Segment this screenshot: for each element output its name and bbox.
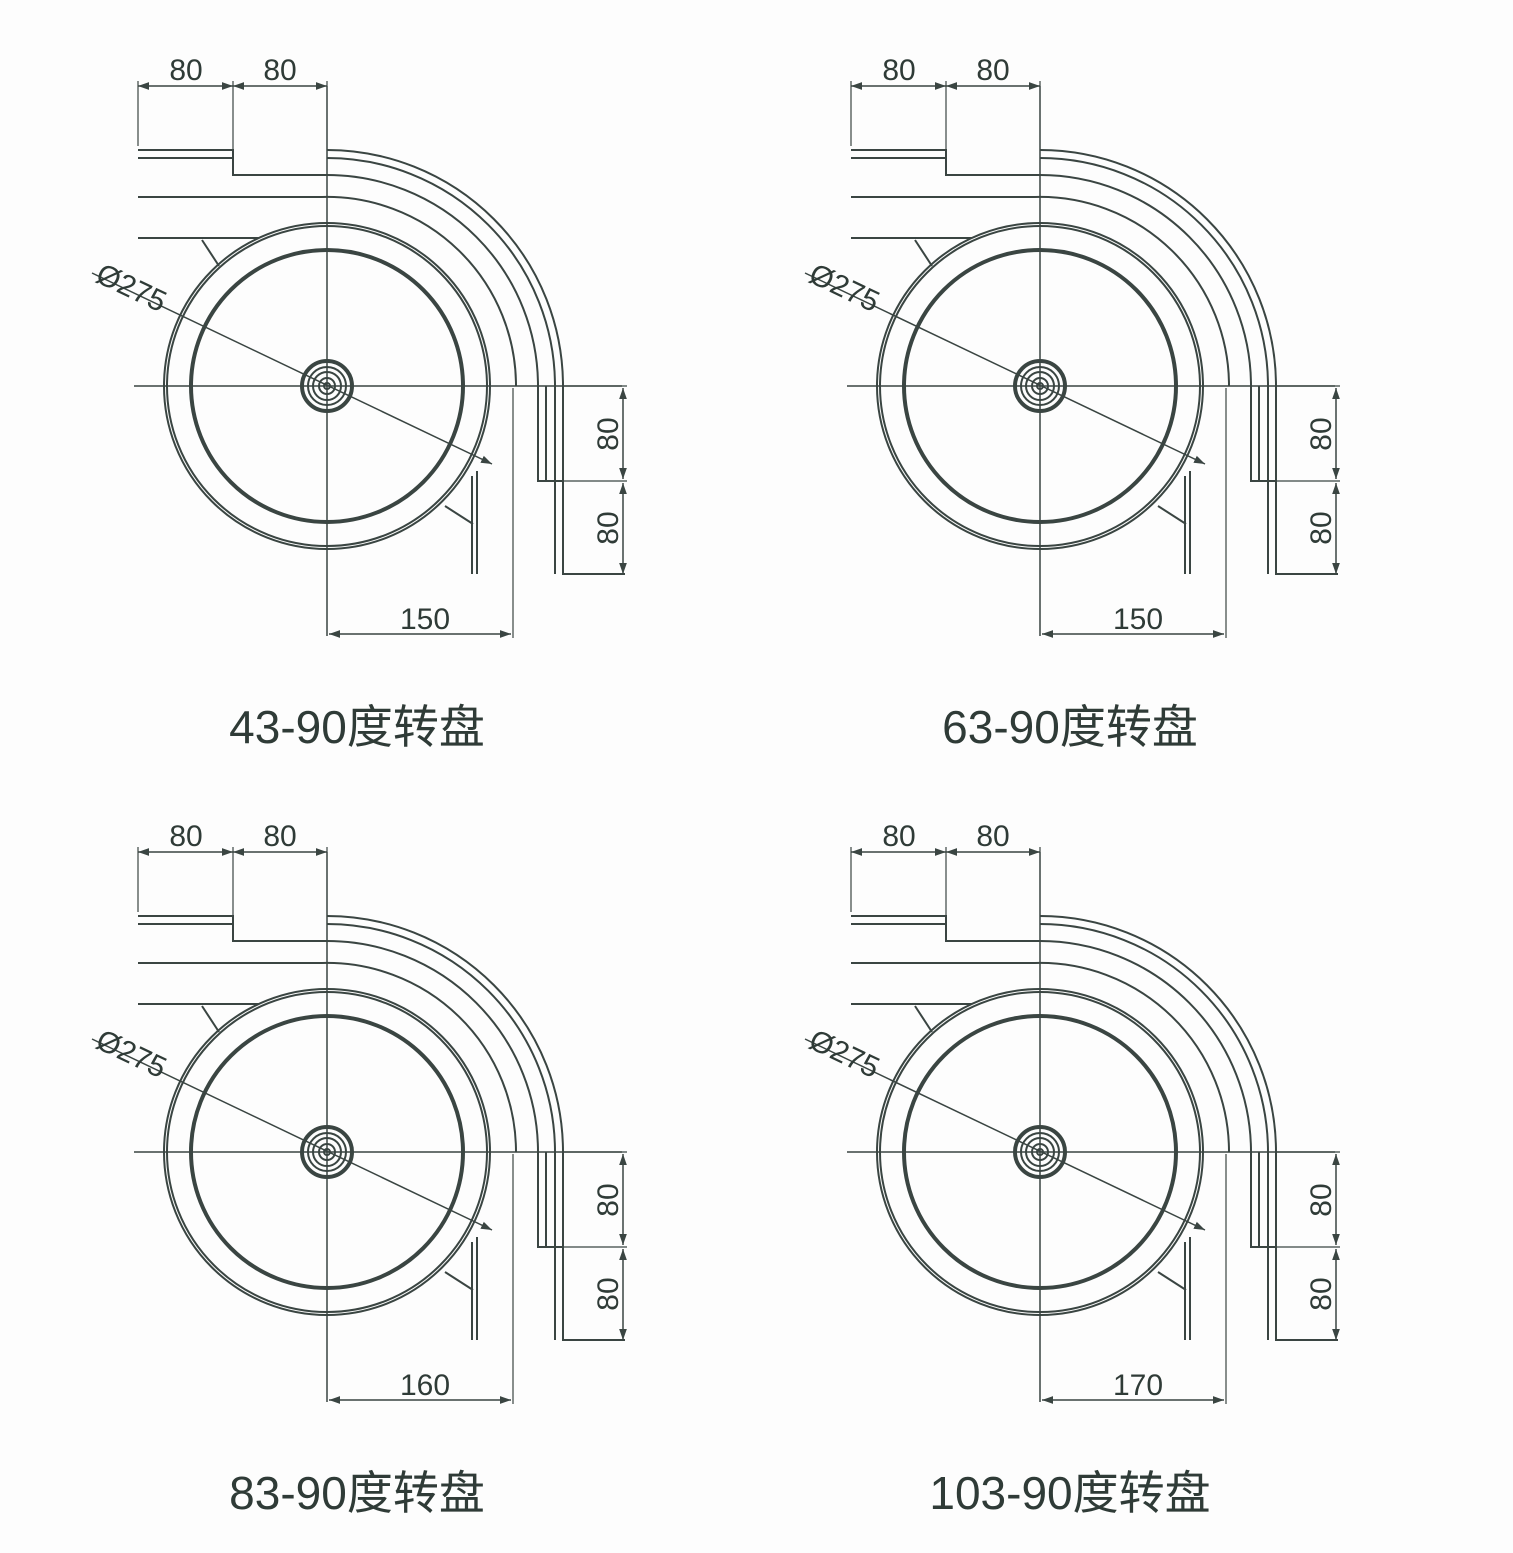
drawing-grid: Ø275 80 80 80 80 150 43-90度转盘 xyxy=(91,54,1340,1519)
top-dim-label-2: 80 xyxy=(263,820,296,853)
turntable-drawing-2: Ø275 80 80 80 80 150 63-90度转盘 xyxy=(804,54,1340,753)
turntable-tray xyxy=(902,248,1178,524)
bottom-dim-label: 170 xyxy=(1113,1369,1163,1402)
right-dim-label-2: 80 xyxy=(592,1277,625,1310)
diameter-leader-line xyxy=(804,1038,1206,1231)
top-dim-label-2: 80 xyxy=(976,54,1009,87)
diameter-leader-line xyxy=(804,272,1206,465)
hub-ring-2 xyxy=(1025,1137,1055,1167)
lower-bracket-strut xyxy=(1157,1271,1187,1291)
outer-curve-rail xyxy=(326,149,564,387)
right-rail-outer xyxy=(562,1152,625,1341)
right-dim-label-2: 80 xyxy=(1305,511,1338,544)
lower-bracket-strut xyxy=(444,1271,474,1291)
turntable-drawing-1: Ø275 80 80 80 80 150 43-90度转盘 xyxy=(91,54,627,753)
bracket-strut xyxy=(914,239,933,267)
hub-outer xyxy=(300,359,354,413)
hub-ring-2 xyxy=(312,1137,342,1167)
turntable-drawing-3: Ø275 80 80 80 80 160 83-90度转盘 xyxy=(91,820,627,1519)
turntable-tray xyxy=(902,1014,1178,1290)
hub-ring-2 xyxy=(312,371,342,401)
diameter-label: Ø275 xyxy=(91,258,171,319)
right-dim-label-1: 80 xyxy=(1305,1183,1338,1216)
hub-ring-1 xyxy=(1020,1132,1060,1172)
outer-curve-rail xyxy=(326,915,564,1153)
drawing-caption: 83-90度转盘 xyxy=(229,1467,485,1519)
drawing-caption: 103-90度转盘 xyxy=(929,1467,1210,1519)
hub-ring-3 xyxy=(318,1143,336,1161)
inner-curve-rail xyxy=(321,195,517,387)
hub-outer xyxy=(1013,1125,1067,1179)
outer-curve-rail-2 xyxy=(326,157,556,387)
top-dim-label-2: 80 xyxy=(263,54,296,87)
hub-ring-1 xyxy=(307,366,347,406)
hub-outer xyxy=(300,1125,354,1179)
turntable-outer-rim xyxy=(876,988,1204,1316)
hub-ring-2 xyxy=(1025,371,1055,401)
diameter-leader-line xyxy=(91,1038,493,1231)
hub-ring-3 xyxy=(1031,1143,1049,1161)
right-dim-label-1: 80 xyxy=(592,1183,625,1216)
turntable-tray xyxy=(189,1014,465,1290)
right-dim-label-2: 80 xyxy=(592,511,625,544)
mid-curve-rail xyxy=(1039,940,1252,1153)
turntable-outer-rim-inner xyxy=(879,225,1201,547)
diameter-label: Ø275 xyxy=(91,1024,171,1085)
inner-curve-rail xyxy=(321,961,517,1153)
right-dim-label-1: 80 xyxy=(1305,417,1338,450)
mid-curve-rail xyxy=(1039,174,1252,387)
right-rail-step xyxy=(1250,1152,1276,1248)
drawing-caption: 63-90度转盘 xyxy=(942,701,1198,753)
turntable-outer-rim-inner xyxy=(879,991,1201,1313)
bottom-dim-label: 160 xyxy=(400,1369,450,1402)
diameter-label: Ø275 xyxy=(804,258,884,319)
lower-bracket-strut xyxy=(444,505,474,525)
hub-outer xyxy=(1013,359,1067,413)
right-rail-outer xyxy=(562,386,625,575)
turntable-outer-rim xyxy=(876,222,1204,550)
top-dim-label-2: 80 xyxy=(976,820,1009,853)
turntable-drawing-4: Ø275 80 80 80 80 170 103-90度转盘 xyxy=(804,820,1340,1519)
outer-curve-rail-2 xyxy=(326,923,556,1153)
inner-curve-rail xyxy=(1034,195,1230,387)
bottom-dim-label: 150 xyxy=(400,603,450,636)
turntable-outer-rim xyxy=(163,988,491,1316)
lower-bracket-strut xyxy=(1157,505,1187,525)
top-dim-label-1: 80 xyxy=(882,54,915,87)
outer-curve-rail-2 xyxy=(1039,157,1269,387)
diameter-label: Ø275 xyxy=(804,1024,884,1085)
hub-ring-3 xyxy=(318,377,336,395)
bracket-strut xyxy=(201,1005,220,1033)
mid-curve-rail xyxy=(326,940,539,1153)
drawing-caption: 43-90度转盘 xyxy=(229,701,485,753)
outer-curve-rail xyxy=(1039,149,1277,387)
diameter-leader-line xyxy=(91,272,493,465)
turntable-outer-rim-inner xyxy=(166,991,488,1313)
inner-curve-rail xyxy=(1034,961,1230,1153)
right-dim-label-2: 80 xyxy=(1305,1277,1338,1310)
top-dim-label-1: 80 xyxy=(169,820,202,853)
right-rail-outer xyxy=(1275,386,1338,575)
bracket-strut xyxy=(914,1005,933,1033)
top-dim-label-1: 80 xyxy=(882,820,915,853)
mid-curve-rail xyxy=(326,174,539,387)
right-dim-label-1: 80 xyxy=(592,417,625,450)
turntable-outer-rim-inner xyxy=(166,225,488,547)
hub-ring-1 xyxy=(307,1132,347,1172)
hub-ring-3 xyxy=(1031,377,1049,395)
turntable-tray xyxy=(189,248,465,524)
turntable-outer-rim xyxy=(163,222,491,550)
bracket-strut xyxy=(201,239,220,267)
right-rail-step xyxy=(537,386,563,482)
bottom-dim-label: 150 xyxy=(1113,603,1163,636)
right-rail-step xyxy=(1250,386,1276,482)
right-rail-outer xyxy=(1275,1152,1338,1341)
outer-curve-rail xyxy=(1039,915,1277,1153)
hub-ring-1 xyxy=(1020,366,1060,406)
top-dim-label-1: 80 xyxy=(169,54,202,87)
outer-curve-rail-2 xyxy=(1039,923,1269,1153)
right-rail-step xyxy=(537,1152,563,1248)
